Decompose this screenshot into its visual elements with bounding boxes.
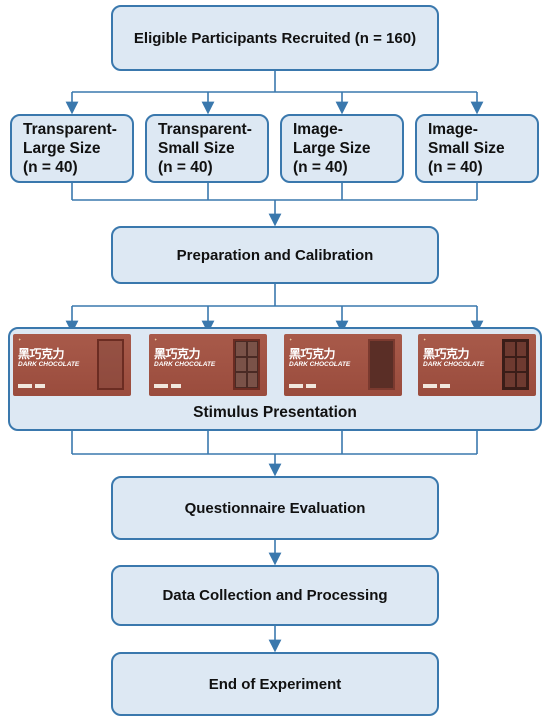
step-end: End of Experiment: [111, 652, 439, 716]
product-name-en: DARK CHOCOLATE: [18, 361, 80, 368]
group-image-small: Image- Small Size (n = 40): [415, 114, 539, 183]
stimulus-transparent-large: ✦ 黑巧克力 DARK CHOCOLATE: [13, 334, 131, 396]
group-label-line2: Small Size: [158, 140, 235, 157]
step-preparation: Preparation and Calibration: [111, 226, 439, 284]
group-label-line1: Image-: [428, 121, 478, 138]
step-data-collection: Data Collection and Processing: [111, 565, 439, 626]
product-name-en: DARK CHOCOLATE: [289, 361, 351, 368]
package-window-transparent-small: [233, 339, 260, 390]
package-window-image-small: [502, 339, 529, 390]
group-label-n: (n = 40): [428, 159, 483, 176]
label-strip: [306, 384, 316, 388]
step-preparation-label: Preparation and Calibration: [176, 246, 374, 264]
product-name-en: DARK CHOCOLATE: [423, 361, 485, 368]
label-strip: [423, 384, 437, 388]
step-stimulus-label: Stimulus Presentation: [193, 404, 357, 421]
step-end-label: End of Experiment: [208, 675, 342, 693]
label-strip: [440, 384, 450, 388]
group-label-line2: Large Size: [293, 140, 371, 157]
label-strip: [171, 384, 181, 388]
step-recruit: Eligible Participants Recruited (n = 160…: [111, 5, 439, 71]
product-name-cn: 黑巧克力: [18, 347, 65, 361]
label-strip: [18, 384, 32, 388]
group-label-line1: Transparent-: [23, 121, 117, 138]
step-questionnaire: Questionnaire Evaluation: [111, 476, 439, 540]
stimulus-transparent-small: ✦ 黑巧克力 DARK CHOCOLATE: [149, 334, 267, 396]
group-label-n: (n = 40): [23, 159, 78, 176]
label-strip: [289, 384, 303, 388]
package-window-transparent-large: [97, 339, 124, 390]
stimulus-image-large: ✦ 黑巧克力 DARK CHOCOLATE: [284, 334, 402, 396]
package-window-image-large: [368, 339, 395, 390]
stimulus-image-small: ✦ 黑巧克力 DARK CHOCOLATE: [418, 334, 536, 396]
group-label-line2: Large Size: [23, 140, 101, 157]
product-name-en: DARK CHOCOLATE: [154, 361, 216, 368]
product-name-cn: 黑巧克力: [289, 347, 336, 361]
brand-logo-icon: ✦: [18, 337, 22, 342]
step-data-collection-label: Data Collection and Processing: [162, 587, 388, 604]
brand-logo-icon: ✦: [423, 337, 427, 342]
group-transparent-small: Transparent- Small Size (n = 40): [145, 114, 269, 183]
step-recruit-label: Eligible Participants Recruited (n = 160…: [133, 29, 417, 47]
group-label-line1: Image-: [293, 121, 343, 138]
group-label-n: (n = 40): [293, 159, 348, 176]
group-transparent-large: Transparent- Large Size (n = 40): [10, 114, 134, 183]
label-strip: [154, 384, 168, 388]
brand-logo-icon: ✦: [154, 337, 158, 342]
group-label-line1: Transparent-: [158, 121, 252, 138]
step-questionnaire-label: Questionnaire Evaluation: [184, 499, 366, 517]
group-label-line2: Small Size: [428, 140, 505, 157]
brand-logo-icon: ✦: [289, 337, 293, 342]
label-strip: [35, 384, 45, 388]
product-name-cn: 黑巧克力: [423, 347, 470, 361]
group-image-large: Image- Large Size (n = 40): [280, 114, 404, 183]
product-name-cn: 黑巧克力: [154, 347, 201, 361]
group-label-n: (n = 40): [158, 159, 213, 176]
